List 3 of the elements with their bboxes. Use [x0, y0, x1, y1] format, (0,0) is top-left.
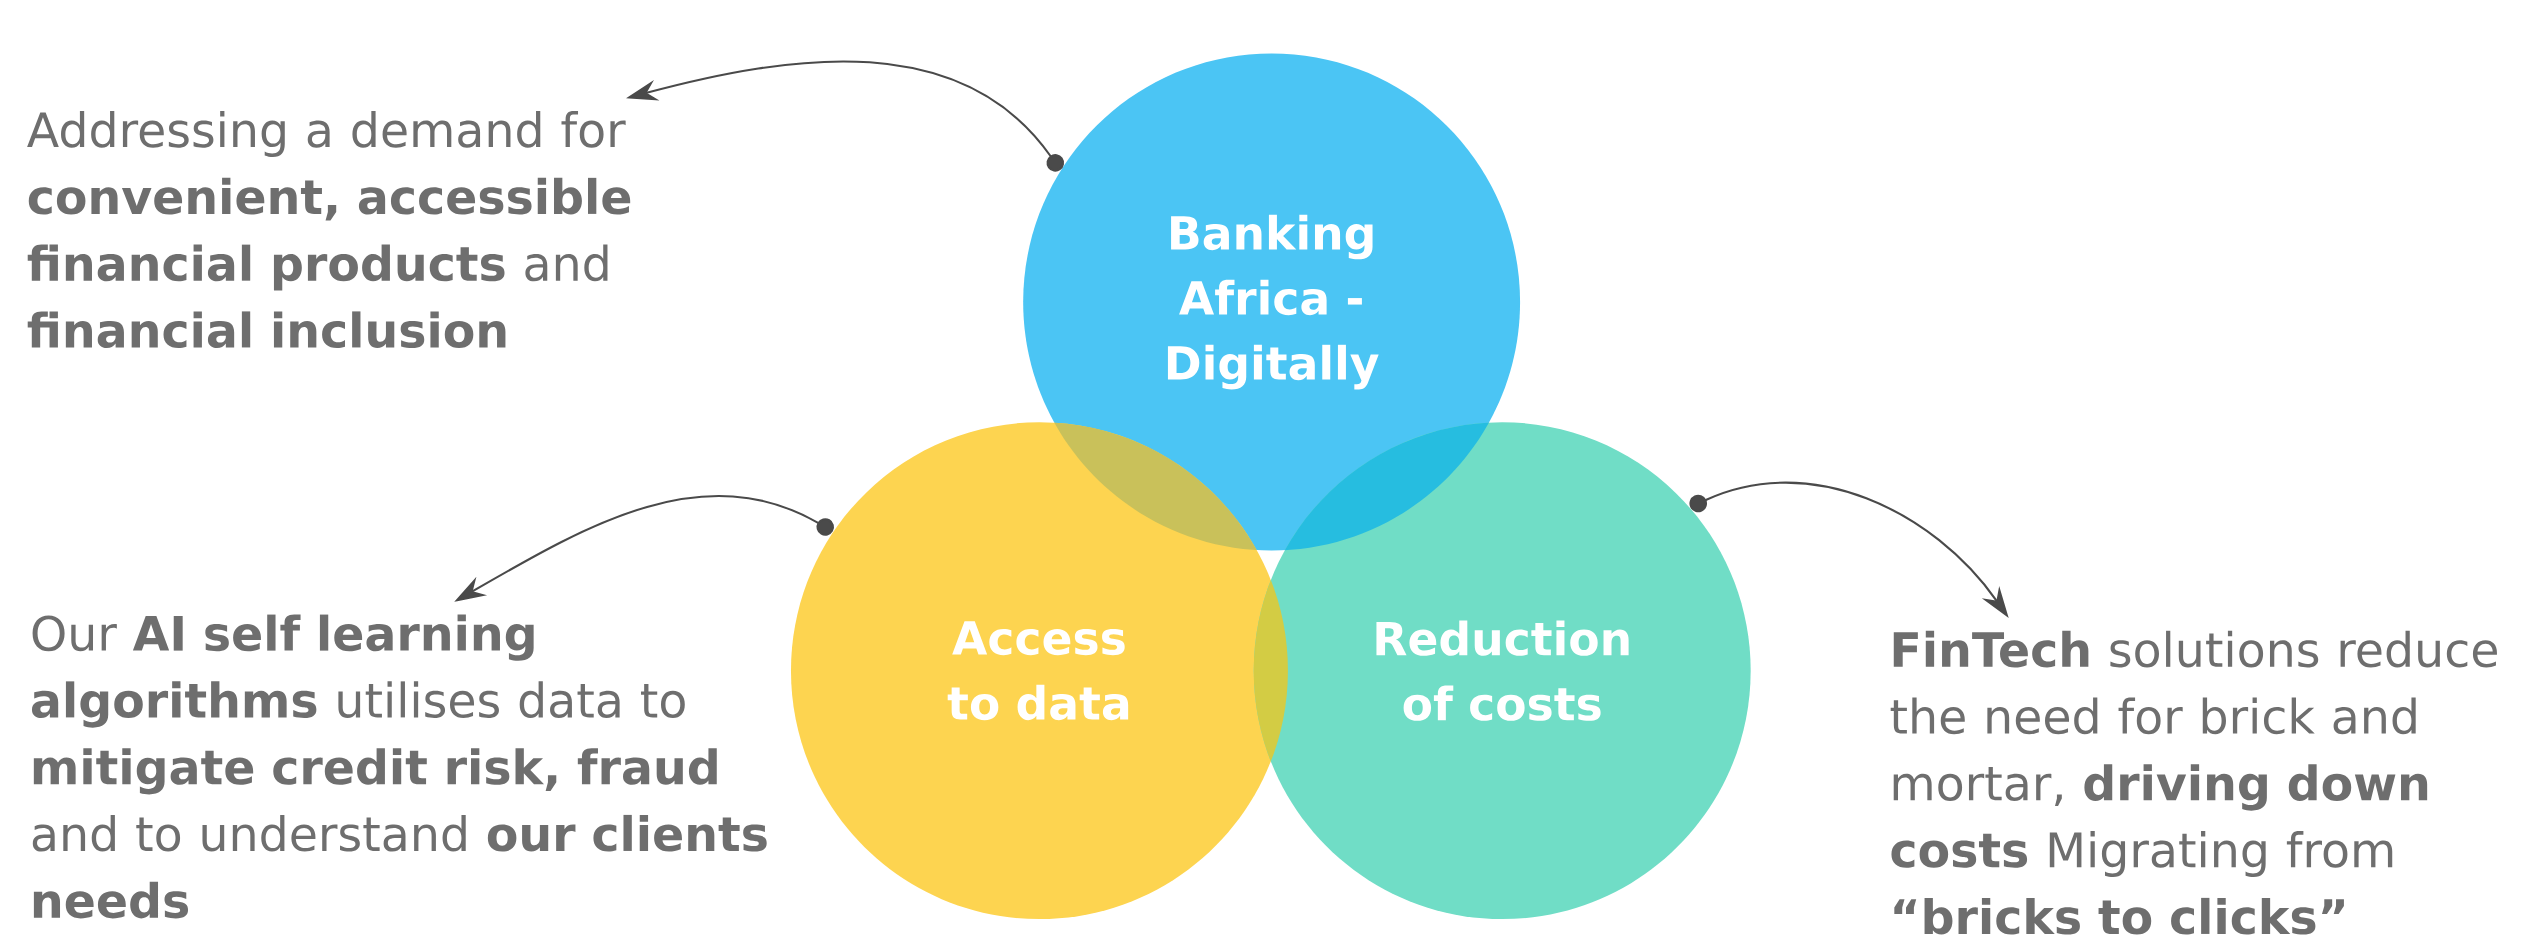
- description-text: Our AI self learning algorithms utilises data to mitigate credit risk, fraud and to understand our clients needs: [31, 614, 767, 919]
- description-text: FinTech solutions reduce the need for brick and mortar, driving down costs Migrating from “bricks to clicks”: [1890, 630, 2497, 935]
- description-text: Addressing a demand for convenient, accessible financial products and financial inclusion: [27, 111, 631, 349]
